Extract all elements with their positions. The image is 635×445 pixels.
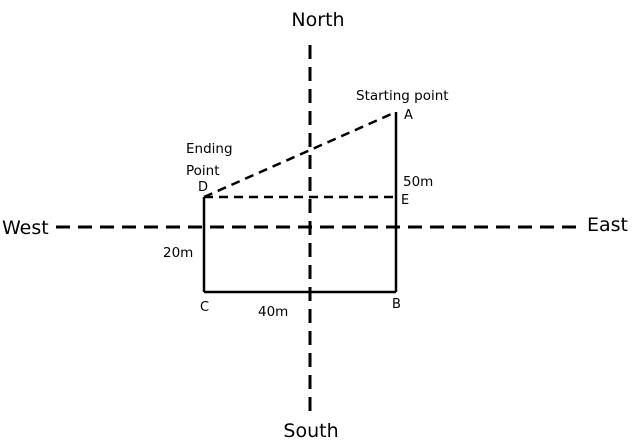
distance-cd-label: 20m	[163, 245, 193, 261]
east-label: East	[587, 214, 628, 236]
displacement-d-a	[203, 110, 397, 199]
distance-ab-label: 50m	[403, 174, 433, 190]
point-d-label: D	[198, 180, 208, 195]
starting-point-label: Starting point	[356, 88, 449, 104]
point-b-label: B	[392, 297, 401, 312]
ending-point-label-line2: Point	[186, 163, 220, 179]
point-a-label: A	[404, 108, 413, 123]
point-e-label: E	[401, 193, 409, 208]
distance-bc-label: 40m	[258, 304, 288, 320]
west-label: West	[2, 217, 49, 239]
point-c-label: C	[200, 300, 209, 315]
north-label: North	[291, 9, 344, 31]
south-label: South	[283, 420, 338, 442]
ending-point-label-line1: Ending	[186, 141, 233, 157]
